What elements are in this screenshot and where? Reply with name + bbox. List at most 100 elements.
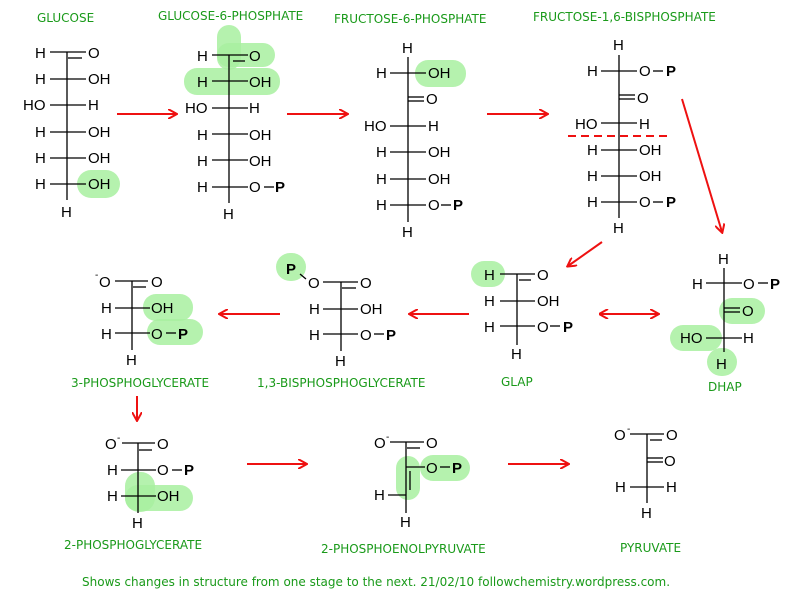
atom-label: OH bbox=[88, 124, 111, 141]
atom-label: HO bbox=[185, 100, 208, 117]
atom-label: H bbox=[35, 124, 46, 141]
atom-label: O bbox=[249, 48, 261, 65]
atom-label: OH bbox=[428, 171, 451, 188]
atom-label: H bbox=[511, 346, 522, 363]
atom-label: H bbox=[692, 276, 703, 293]
atom-label: O bbox=[537, 267, 549, 284]
atom-label: H bbox=[197, 153, 208, 170]
atom-label: H bbox=[197, 48, 208, 65]
atom-label: OH bbox=[428, 144, 451, 161]
atom-label: P bbox=[178, 326, 188, 343]
atom-label: O bbox=[151, 326, 163, 343]
arrow-f16bp-to-dhap bbox=[681, 98, 722, 232]
atom-label: O bbox=[666, 427, 678, 444]
atom-label: H bbox=[309, 301, 320, 318]
atom-label: O bbox=[99, 274, 111, 291]
atom-label: H bbox=[587, 142, 598, 159]
label-glap: GLAP bbox=[501, 375, 533, 389]
atom-label: P bbox=[275, 179, 285, 196]
atom-label: P bbox=[184, 462, 194, 479]
atom-label: H bbox=[400, 514, 411, 531]
molecule-2-phosphoenolpyruvate: O- O O P H H bbox=[374, 432, 470, 531]
atom-label: O bbox=[426, 435, 438, 452]
atom-label: OH bbox=[537, 293, 560, 310]
label-2-phosphoenolpyruvate: 2-PHOSPHOENOLPYRUVATE bbox=[321, 542, 486, 556]
atom-label: H bbox=[126, 352, 137, 369]
atom-label: H bbox=[107, 488, 118, 505]
atom-label: OH bbox=[151, 300, 174, 317]
atom-label: H bbox=[376, 65, 387, 82]
atom-label: H bbox=[639, 116, 650, 133]
highlight bbox=[471, 261, 505, 287]
atom-label: H bbox=[107, 462, 118, 479]
arrow-f16bp-to-glap bbox=[568, 241, 603, 266]
atom-label: H bbox=[718, 251, 729, 268]
atom-label: O bbox=[614, 427, 626, 444]
bond-line bbox=[299, 273, 307, 280]
atom-label: H bbox=[132, 515, 143, 532]
atom-label: OH bbox=[157, 488, 180, 505]
atom-label: P bbox=[452, 460, 462, 477]
atom-label: O bbox=[743, 276, 755, 293]
highlight bbox=[143, 294, 193, 321]
atom-label: O bbox=[157, 436, 169, 453]
atom-label: H bbox=[88, 97, 99, 114]
atom-label: H bbox=[376, 144, 387, 161]
label-fructose-1-6-bisphosphate: FRUCTOSE-1,6-BISPHOSPHATE bbox=[533, 10, 716, 24]
atom-label: O bbox=[360, 275, 372, 292]
atom-label: O bbox=[428, 197, 440, 214]
label-glucose-6-phosphate: GLUCOSE-6-PHOSPHATE bbox=[158, 9, 303, 23]
atom-label: O bbox=[426, 460, 438, 477]
atom-label: - bbox=[117, 433, 120, 444]
highlight bbox=[125, 485, 193, 511]
highlight bbox=[670, 325, 722, 351]
atom-label: O bbox=[105, 436, 117, 453]
atom-label: OH bbox=[249, 127, 272, 144]
atom-label: H bbox=[61, 204, 72, 221]
atom-label: OH bbox=[249, 153, 272, 170]
atom-label: P bbox=[563, 319, 573, 336]
label-pyruvate: PYRUVATE bbox=[620, 541, 681, 555]
highlight bbox=[396, 456, 420, 500]
atom-label: O bbox=[360, 327, 372, 344]
atom-label: OH bbox=[639, 142, 662, 159]
atom-label: H bbox=[374, 487, 385, 504]
atom-label: H bbox=[402, 224, 413, 241]
label-2-phosphoglycerate: 2-PHOSPHOGLYCERATE bbox=[64, 538, 202, 552]
highlight bbox=[77, 170, 120, 198]
atom-label: P bbox=[286, 261, 296, 278]
atom-label: H bbox=[249, 100, 260, 117]
atom-label: O bbox=[426, 91, 438, 108]
atom-label: H bbox=[197, 74, 208, 91]
atom-label: H bbox=[402, 40, 413, 57]
label-1-3-bisphosphoglycerate: 1,3-BISPHOSPHOGLYCERATE bbox=[257, 376, 425, 390]
atom-label: H bbox=[587, 63, 598, 80]
footer-caption: Shows changes in structure from one stag… bbox=[82, 575, 670, 589]
atom-label: O bbox=[664, 453, 676, 470]
atom-label: P bbox=[666, 63, 676, 80]
atom-label: O bbox=[639, 63, 651, 80]
atom-label: H bbox=[613, 37, 624, 54]
atom-label: H bbox=[428, 118, 439, 135]
atom-label: P bbox=[666, 194, 676, 211]
atom-label: O bbox=[639, 194, 651, 211]
atom-label: OH bbox=[88, 71, 111, 88]
atom-label: O bbox=[151, 274, 163, 291]
atom-label: H bbox=[484, 319, 495, 336]
atom-label: H bbox=[223, 206, 234, 223]
atom-label: H bbox=[743, 330, 754, 347]
atom-label: H bbox=[641, 505, 652, 522]
atom-label: H bbox=[587, 194, 598, 211]
atom-label: P bbox=[386, 327, 396, 344]
atom-label: O bbox=[249, 179, 261, 196]
highlight bbox=[719, 298, 765, 324]
atom-label: P bbox=[453, 197, 463, 214]
atom-label: H bbox=[35, 45, 46, 62]
